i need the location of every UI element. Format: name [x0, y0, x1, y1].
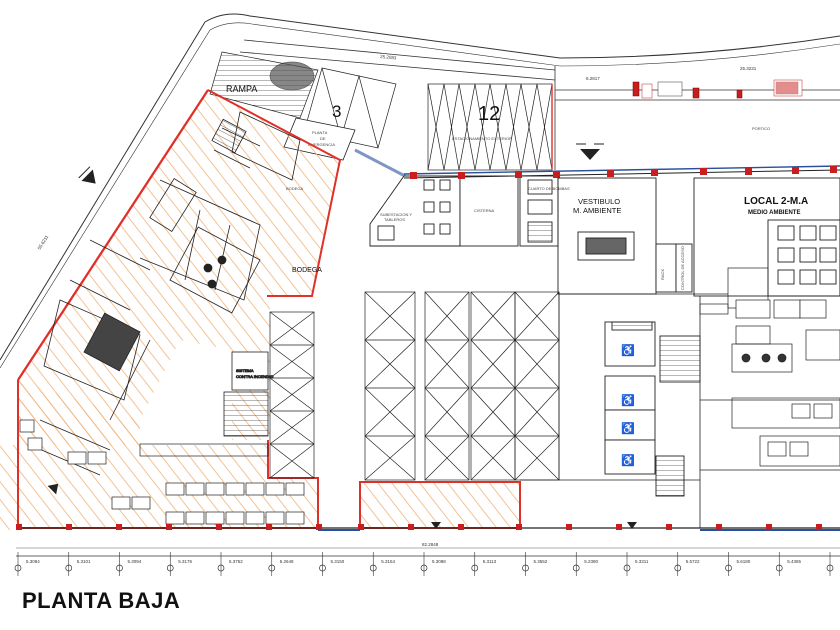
accessible-restrooms — [604, 321, 701, 497]
system-label-1: SISTEMA — [236, 368, 254, 373]
blue-accent-line — [354, 148, 406, 178]
bottom-wall — [16, 524, 840, 531]
drawing-title: PLANTA BAJA — [22, 588, 181, 613]
wheelchair-icon: ♿ — [621, 454, 635, 467]
emergency-label-line3: EMERGENCIA — [308, 142, 335, 147]
site-boundary — [0, 13, 840, 369]
arrow-marker-icon — [627, 522, 637, 529]
segment-dimension: 5.6180 — [737, 559, 751, 564]
arrow-marker-icon — [431, 522, 441, 529]
hatched-office-zone-lower — [18, 380, 318, 528]
wheelchair-icon: ♿ — [621, 422, 635, 435]
segment-dimension: 5.5722 — [686, 559, 700, 564]
bottom-total-dimension: 82.2848 — [422, 542, 439, 547]
service-rooms — [369, 175, 559, 247]
parking-column-5 — [514, 291, 560, 481]
direction-markers — [47, 143, 637, 529]
segment-dimension: 5.3552 — [534, 559, 548, 564]
cistern-label: CISTERNA — [474, 208, 495, 213]
segment-dimension: 5.3150 — [331, 559, 345, 564]
ramp — [209, 51, 319, 119]
portico-label: PORTICO — [752, 126, 770, 131]
local-2 — [693, 177, 840, 297]
wheelchair-icon: ♿ — [621, 394, 635, 407]
arrow-marker-icon — [78, 166, 96, 184]
outdoor-parking-label: ESTACIONAMIENTO EXTERIOR — [452, 136, 512, 141]
hatched-bay-bottom — [359, 481, 521, 529]
emergency-label-line1: PLANTA — [312, 130, 328, 135]
bodega-top-label: BODEGA — [286, 186, 303, 191]
segment-dimension: 5.3154 — [381, 559, 395, 564]
parking-column-4 — [470, 291, 516, 481]
local-title: LOCAL 2-M.A — [744, 196, 808, 207]
segment-dimension: 5.3752 — [229, 559, 243, 564]
left-dimension: 55.6211 — [37, 234, 50, 251]
emergency-label-line2: DE — [320, 136, 326, 141]
office-interior — [29, 111, 301, 476]
bodega-label: BODEGA — [292, 267, 322, 274]
segment-dimension: 5.3094 — [128, 559, 142, 564]
arrow-marker-icon — [576, 143, 604, 160]
segment-dimension: 5.3113 — [483, 559, 497, 564]
segment-dimension: 5.3094 — [26, 559, 40, 564]
top-columns — [632, 79, 803, 99]
segment-dimension: 5.2380 — [584, 559, 598, 564]
system-label-2: CONTRA INCENDIO — [236, 374, 273, 379]
subestation-label-1: SUBESTACION Y — [380, 212, 412, 217]
rack-label: RACK — [660, 269, 665, 280]
parking-3 — [303, 67, 397, 149]
mid-dimension: 6.2817 — [586, 76, 600, 81]
parking-column-1 — [269, 311, 315, 479]
dimension-labels: 5.3094 5.3101 5.3094 5.3176 5.3752 5.2648 5.31… — [26, 559, 802, 564]
vestibule — [557, 177, 657, 295]
desk-rows — [19, 419, 305, 525]
wheelchair-icon: ♿ — [621, 344, 635, 357]
parking-column-2 — [364, 291, 416, 481]
wheelchair-icons: ♿ ♿ ♿ ♿ — [621, 344, 635, 467]
dimension-ticks — [14, 552, 834, 576]
service-block: SISTEMA CONTRA INCENDIO — [223, 351, 274, 437]
segment-dimension: 5.3311 — [635, 559, 649, 564]
local-subtitle: MEDIO AMBIENTE — [748, 210, 800, 216]
control-label: CONTROL DE ACCESO — [680, 246, 685, 290]
pump-room-label: CUARTO DE BOMBAS — [528, 186, 570, 191]
segment-dimension: 5.2648 — [280, 559, 294, 564]
rack-rooms — [655, 243, 693, 293]
outdoor-parking-12 — [427, 83, 553, 171]
segment-dimension: 5.3176 — [178, 559, 192, 564]
segment-dimension: 5.4365 — [787, 559, 801, 564]
segment-dimension: 5.3088 — [432, 559, 446, 564]
subestation-label-2: TABLEROS — [384, 217, 405, 222]
vestibule-label-1: VESTIBULO — [578, 197, 620, 206]
arrow-marker-icon — [47, 483, 59, 495]
interior-parking — [269, 291, 560, 481]
parking-number-3: 3 — [332, 102, 341, 121]
right-dimension: 25.3231 — [740, 66, 757, 71]
main-wall — [403, 165, 840, 179]
right-walls — [520, 292, 840, 528]
ramp-label: RAMPA — [226, 84, 257, 94]
top-dimension: 25.2083 — [380, 54, 397, 60]
vestibule-label-2: M. AMBIENTE — [573, 206, 621, 215]
right-offices — [699, 267, 840, 467]
parking-column-3 — [424, 291, 470, 481]
segment-dimension: 5.3101 — [77, 559, 91, 564]
parking-number-12: 12 — [478, 103, 500, 125]
